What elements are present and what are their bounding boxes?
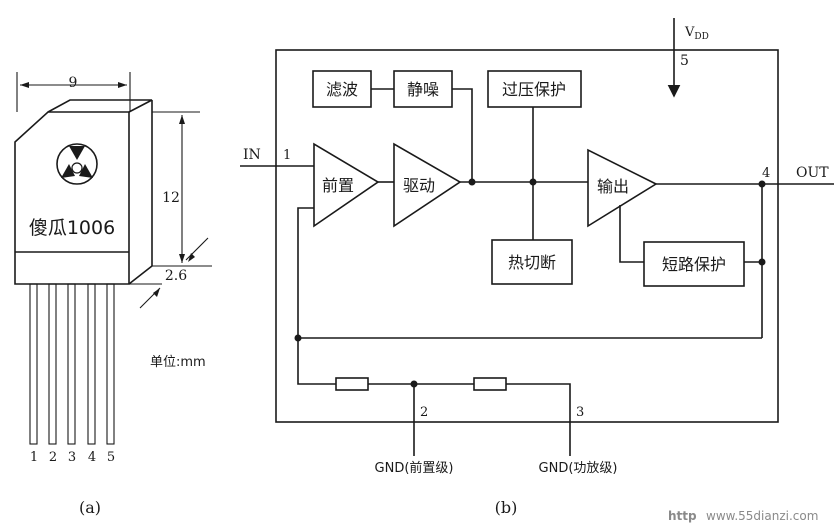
overvoltage-block bbox=[487, 70, 582, 108]
wire-denoise-bus bbox=[452, 88, 473, 182]
thermal-label: 热切断 bbox=[508, 253, 556, 272]
driver-block bbox=[393, 142, 462, 228]
watermark: http www.55dianzi.com bbox=[668, 509, 818, 523]
short-protect-block bbox=[643, 241, 745, 287]
package-side-face bbox=[128, 100, 153, 285]
thickness-arrowhead-lower bbox=[153, 288, 160, 297]
denoise-label: 静噪 bbox=[407, 80, 439, 99]
filter-label: 滤波 bbox=[326, 80, 358, 99]
short-protect-label: 短路保护 bbox=[662, 255, 726, 274]
width-arrow-right bbox=[118, 82, 127, 88]
pin-number-5: 5 bbox=[107, 450, 115, 465]
caption-b: (b) bbox=[495, 498, 518, 517]
driver-label: 驱动 bbox=[403, 176, 435, 195]
pin-number-2: 2 bbox=[49, 450, 57, 465]
pin-4-label: 4 bbox=[762, 166, 770, 181]
height-arrow-top bbox=[179, 115, 185, 124]
block-diagram: VDD 5 IN 1 前置 驱动 滤波 静噪 过压保护 热切断 bbox=[240, 18, 834, 517]
pin-3-label: 3 bbox=[576, 405, 584, 420]
unit-label: 单位:mm bbox=[150, 355, 206, 370]
logo-icon bbox=[56, 143, 98, 185]
overvoltage-label: 过压保护 bbox=[502, 80, 566, 99]
watermark-prefix: http bbox=[668, 509, 697, 523]
package-drawing: 9 傻瓜1006 12 2.6 bbox=[14, 72, 212, 517]
height-dim-label: 12 bbox=[162, 190, 180, 206]
pin-number-4: 4 bbox=[88, 450, 96, 465]
vdd-subscript: DD bbox=[694, 32, 708, 42]
width-arrow-left bbox=[20, 82, 29, 88]
width-dim-label: 9 bbox=[69, 75, 78, 91]
watermark-site: www.55dianzi.com bbox=[706, 509, 818, 523]
wire-divider-start bbox=[297, 338, 336, 385]
thickness-arrowhead-upper bbox=[188, 253, 195, 262]
pin-1-label: 1 bbox=[283, 148, 291, 163]
gnd-amp-label: GND(功放级) bbox=[539, 461, 618, 476]
pin-5-label: 5 bbox=[680, 53, 689, 69]
input-label: IN bbox=[243, 147, 261, 163]
height-arrow-bottom bbox=[179, 254, 185, 263]
vdd-label-group: VDD bbox=[684, 25, 709, 42]
output-label: OUT bbox=[796, 165, 829, 181]
package-top-face bbox=[47, 99, 153, 113]
pin-number-1: 1 bbox=[30, 450, 38, 465]
preamp-label: 前置 bbox=[322, 176, 354, 195]
feedback-to-preamp bbox=[297, 207, 314, 338]
caption-a: (a) bbox=[79, 498, 101, 517]
package-front-face bbox=[14, 111, 130, 285]
resistor-1 bbox=[335, 377, 369, 391]
thickness-dim-label: 2.6 bbox=[165, 268, 187, 284]
pin-leads bbox=[29, 283, 115, 445]
thermal-block bbox=[491, 239, 573, 285]
package-body-label: 傻瓜1006 bbox=[29, 217, 115, 239]
preamp-block bbox=[313, 142, 380, 228]
output-amp-label: 输出 bbox=[597, 177, 629, 196]
vdd-label: V bbox=[684, 25, 695, 40]
wire-r2-gnd-amp bbox=[506, 383, 571, 456]
pin-number-3: 3 bbox=[68, 450, 76, 465]
resistor-2 bbox=[473, 377, 507, 391]
gnd-pre-label: GND(前置级) bbox=[375, 460, 454, 476]
output-block bbox=[587, 148, 658, 228]
chip-boundary bbox=[275, 49, 779, 423]
pin-2-label: 2 bbox=[420, 405, 428, 420]
thickness-arrow-upper bbox=[185, 237, 209, 261]
wire-out-short bbox=[619, 205, 644, 263]
